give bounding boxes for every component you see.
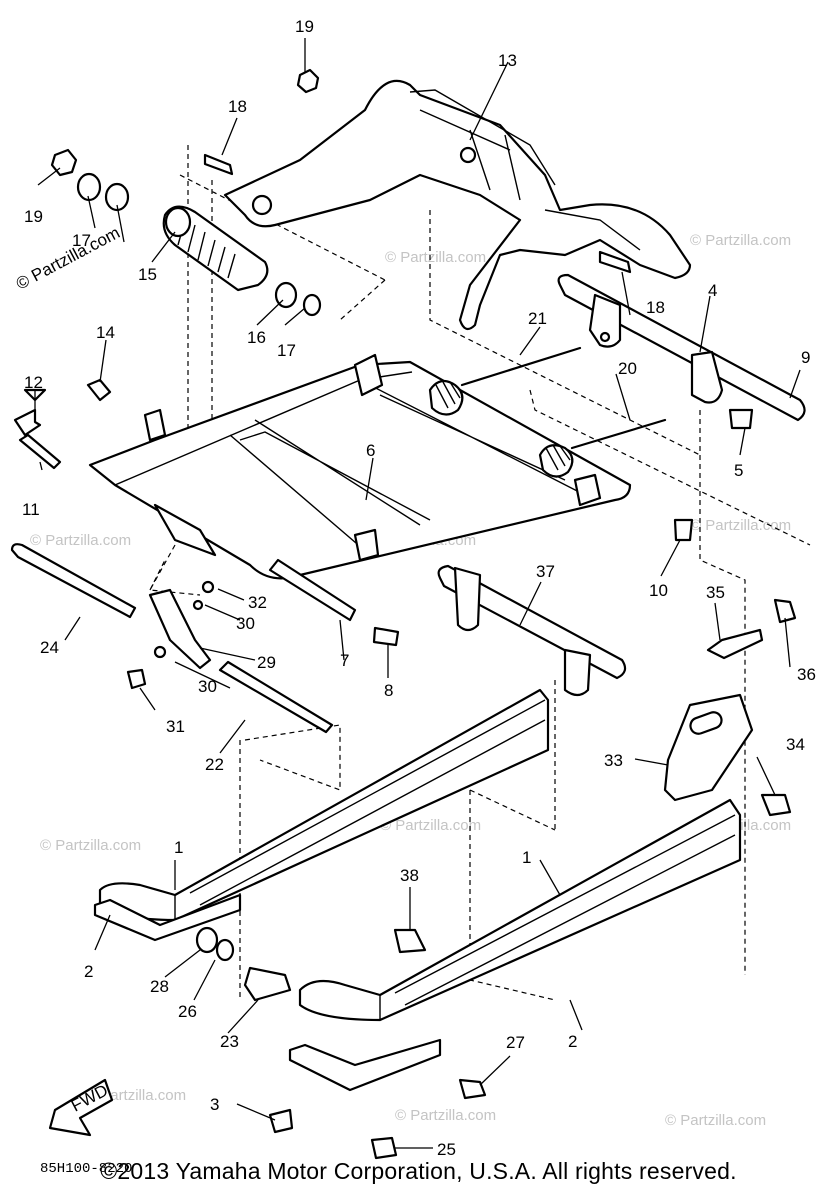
callout-38: 38 [400, 866, 419, 885]
callout-12: 12 [24, 373, 43, 392]
watermark: © Partzilla.com [380, 817, 481, 834]
callout-13: 13 [498, 51, 517, 70]
callout-5: 5 [734, 461, 743, 480]
watermark: © Partzilla.com [395, 1107, 496, 1124]
callout-9: 9 [801, 348, 810, 367]
shafts [10, 433, 357, 734]
callout-17b: 17 [277, 341, 296, 360]
callout-2a: 2 [84, 962, 93, 981]
callout-31: 31 [166, 717, 185, 736]
callout-labels: 1 1 2 2 3 4 5 6 7 8 9 10 11 12 13 14 15 … [22, 17, 816, 1159]
slide-rail-left [93, 688, 550, 942]
callout-35: 35 [706, 583, 725, 602]
callout-3: 3 [210, 1095, 219, 1114]
callout-30a: 30 [236, 614, 255, 633]
callout-30b: 30 [198, 677, 217, 696]
callout-17a: 17 [72, 231, 91, 250]
callout-23: 23 [220, 1032, 239, 1051]
leader-lines [34, 38, 801, 1149]
fwd-arrow-icon: FWD [48, 1078, 114, 1137]
watermark-left: © Partzilla.com [13, 223, 123, 294]
callout-1b: 1 [522, 848, 531, 867]
callout-14: 14 [96, 323, 115, 342]
callout-18b: 18 [646, 298, 665, 317]
shock-absorber-15 [162, 205, 269, 292]
rear-axle-4 [557, 273, 806, 422]
watermark: © Partzilla.com [30, 532, 131, 549]
callout-26: 26 [178, 1002, 197, 1021]
callout-15: 15 [138, 265, 157, 284]
drawing-number: 85H100-8220 [40, 1161, 132, 1177]
callout-25: 25 [437, 1140, 456, 1159]
hardware [13, 68, 797, 1160]
watermark: © Partzilla.com [665, 1112, 766, 1129]
callout-20: 20 [618, 359, 637, 378]
callout-29: 29 [257, 653, 276, 672]
watermark: © Partzilla.com [690, 232, 791, 249]
callout-11: 11 [22, 500, 40, 519]
main-frame-6 [88, 353, 632, 580]
callout-7: 7 [340, 651, 349, 670]
callout-6: 6 [366, 441, 375, 460]
upper-arm-13 [223, 79, 692, 331]
callout-24: 24 [40, 638, 59, 657]
callout-18a: 18 [228, 97, 247, 116]
callout-19b: 19 [24, 207, 43, 226]
copyright-footer: ©2013 Yamaha Motor Corporation, U.S.A. A… [100, 1158, 737, 1184]
slide-rail-right [288, 798, 742, 1092]
callout-34: 34 [786, 735, 805, 754]
callout-22: 22 [205, 755, 224, 774]
watermark: © Partzilla.com [690, 517, 791, 534]
callout-27: 27 [506, 1033, 525, 1052]
front-axle-37 [437, 564, 627, 697]
callout-37: 37 [536, 562, 555, 581]
callout-10: 10 [649, 581, 668, 600]
callout-28: 28 [150, 977, 169, 996]
callout-2b: 2 [568, 1032, 577, 1051]
watermark: © Partzilla.com [40, 837, 141, 854]
callout-16: 16 [247, 328, 266, 347]
callout-21: 21 [528, 309, 547, 328]
brackets [148, 588, 754, 802]
callout-33: 33 [604, 751, 623, 770]
watermark: © Partzilla.com [385, 249, 486, 266]
torsion-springs [428, 346, 667, 478]
callout-32: 32 [248, 593, 267, 612]
callout-8: 8 [384, 681, 393, 700]
callout-1a: 1 [174, 838, 183, 857]
callout-4: 4 [708, 281, 717, 300]
callout-19a: 19 [295, 17, 314, 36]
callout-36: 36 [797, 665, 816, 684]
